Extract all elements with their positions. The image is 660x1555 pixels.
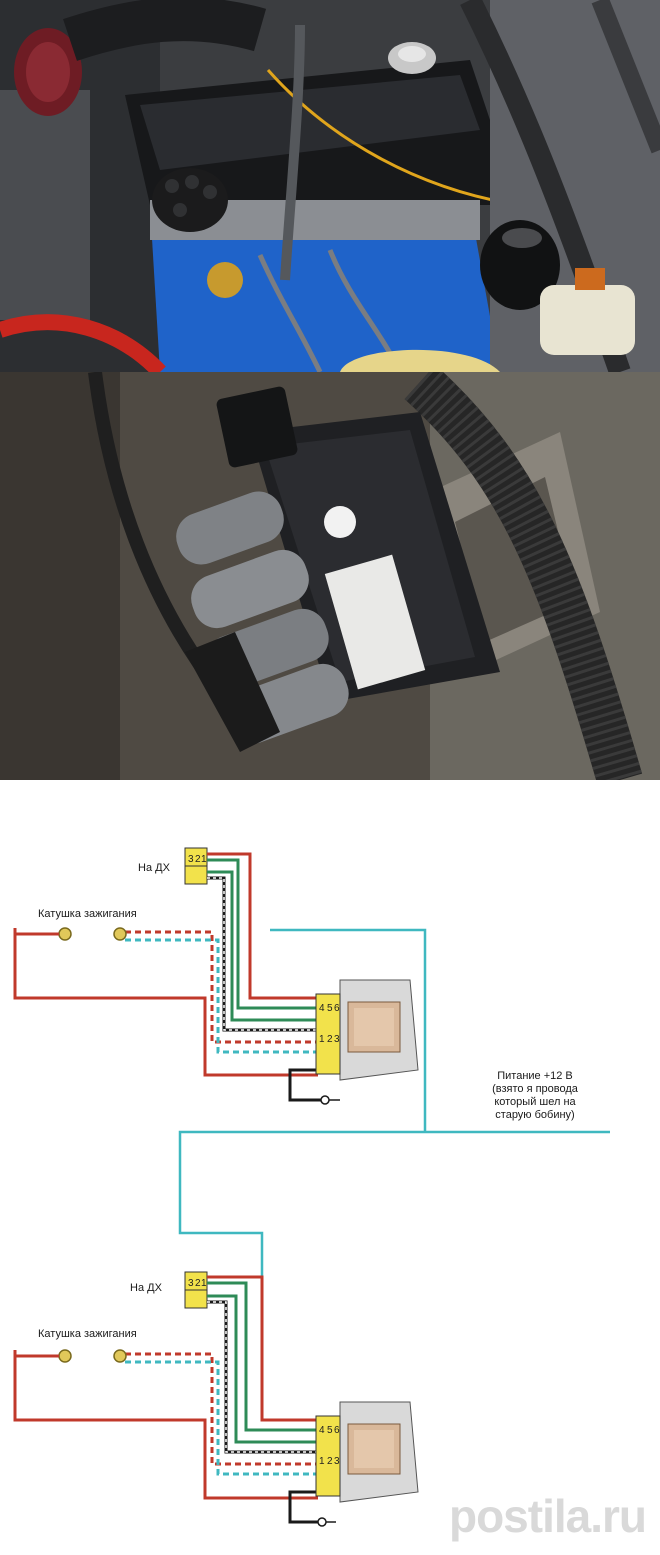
lower-switch-pin: 5: [327, 1425, 333, 1436]
lower-sensor-pin: 2: [195, 1278, 201, 1289]
lower-coil-terminal-right: [113, 1349, 127, 1363]
lower-switch-pin: 3: [334, 1456, 340, 1467]
lower-circuit: [13, 1271, 419, 1527]
upper-switch-pin: 6: [334, 1003, 340, 1014]
power-label: Питание +12 В (взято я провода который ш…: [470, 1070, 600, 1122]
canister: [480, 220, 560, 310]
upper-circuit: [13, 847, 427, 1132]
upper-sensor-label: На ДХ: [138, 862, 170, 874]
coil-connector: [216, 386, 298, 468]
lower-coil-label: Катушка зажигания: [38, 1328, 137, 1340]
upper-sensor-pin: 2: [195, 854, 201, 865]
power-label-line: (взято я провода: [492, 1083, 578, 1095]
upper-switch-pin: 4: [319, 1003, 325, 1014]
ignition-coil-illustration: [0, 372, 660, 780]
lower-switch-pin: 2: [327, 1456, 333, 1467]
upper-coil-label: Катушка зажигания: [38, 908, 137, 920]
wiring-diagram: 3 2 1 4 5 6 1 2 3 3 2 1 4 5 6 1 2 3 На Д…: [0, 780, 660, 1555]
upper-switch-pin: 2: [327, 1034, 333, 1045]
power-label-line: который шел на: [494, 1096, 576, 1108]
lower-sensor-pin: 1: [201, 1278, 207, 1289]
watermark: postila.ru: [448, 1490, 647, 1542]
upper-coil-terminal-right: [113, 927, 127, 941]
engine-bay-illustration: [0, 0, 660, 372]
upper-sensor-pin: 3: [188, 854, 194, 865]
engine-bay-photo: [0, 0, 660, 372]
lower-sensor-pin: 3: [188, 1278, 194, 1289]
upper-sensor-pin: 1: [201, 854, 207, 865]
power-label-line: Питание +12 В: [497, 1070, 573, 1082]
lower-coil-terminal-left: [58, 1349, 72, 1363]
wiring-schematic: 3 2 1 4 5 6 1 2 3 3 2 1 4 5 6 1 2 3: [13, 847, 610, 1527]
lower-switch-pin: 1: [319, 1456, 325, 1467]
ignition-coil-photo: [0, 372, 660, 780]
upper-switch-pin: 5: [327, 1003, 333, 1014]
engine-block: [150, 205, 500, 372]
coil-label-sticker: [324, 554, 426, 690]
lower-switch-pin: 6: [334, 1425, 340, 1436]
lower-sensor-label: На ДХ: [130, 1282, 162, 1294]
lower-switch-pin: 4: [319, 1425, 325, 1436]
plug-boot: [191, 549, 309, 629]
upper-switch-pin: 3: [334, 1034, 340, 1045]
upper-switch-pin: 1: [319, 1034, 325, 1045]
plug-boot: [176, 491, 284, 565]
reservoir: [540, 285, 635, 355]
power-label-line: старую бобину): [495, 1109, 575, 1121]
upper-switch-connector: [315, 993, 341, 1075]
lower-switch-connector: [315, 1415, 341, 1497]
upper-coil-terminal-left: [58, 927, 72, 941]
